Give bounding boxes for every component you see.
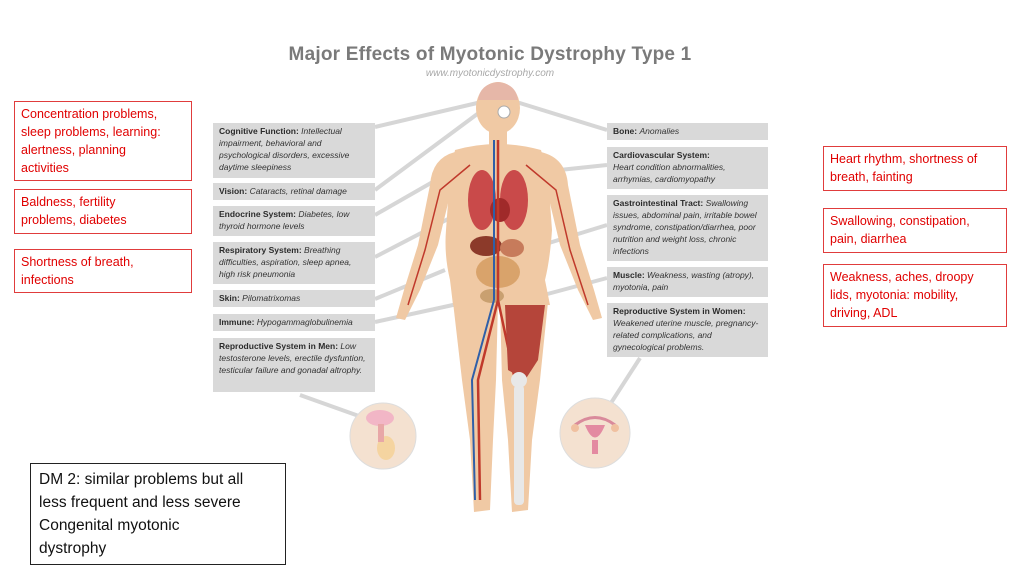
dm2-note-box: DM 2: similar problems but all less freq… (30, 463, 286, 565)
panel-text: Anomalies (639, 126, 680, 136)
panel-heading: Skin: (219, 293, 240, 303)
dm2-line: DM 2: similar problems but all (39, 471, 244, 488)
panel-text: Cataracts, retinal damage (249, 186, 347, 196)
note-line: Weakness, aches, droopy (830, 270, 974, 284)
dm2-line: Congenital myotonic (39, 517, 180, 534)
panel-reproductive-women: Reproductive System in Women: Weakened u… (607, 303, 768, 357)
panel-text: Hypogammaglobulinemia (256, 317, 353, 327)
note-baldness: Baldness, fertility problems, diabetes (14, 189, 192, 234)
panel-text: Low testosterone levels, erectile dysfun… (219, 341, 366, 375)
note-line: breath, fainting (830, 170, 913, 184)
panel-heading: Bone: (613, 126, 638, 136)
panel-heading: Cardiovascular System: (613, 150, 710, 160)
note-line: sleep problems, learning: (21, 125, 161, 139)
panel-text: Diabetes, low thyroid hormone levels (219, 209, 350, 231)
note-line: Heart rhythm, shortness of (830, 152, 978, 166)
panel-immune: Immune: Hypogammaglobulinemia (213, 314, 375, 331)
panel-muscle: Muscle: Weakness, wasting (atropy), myot… (607, 267, 768, 297)
panel-text: Breathing difficulties, aspiration, slee… (219, 245, 352, 279)
note-line: activities (21, 161, 69, 175)
note-shortness-of-breath: Shortness of breath, infections (14, 249, 192, 293)
panel-text: Swallowing issues, abdominal pain, irrit… (613, 198, 757, 256)
panel-gastrointestinal-tract: Gastrointestinal Tract: Swallowing issue… (607, 195, 768, 261)
panel-text: Intellectual impairment, behavioral and … (219, 126, 350, 172)
note-line: Concentration problems, (21, 107, 158, 121)
note-line: driving, ADL (830, 306, 898, 320)
panel-text: Heart condition abnormalities, arrhymias… (613, 162, 726, 184)
dm2-line: less frequent and less severe (39, 494, 241, 511)
note-line: infections (21, 273, 74, 287)
note-line: Swallowing, constipation, (830, 214, 970, 228)
panel-endocrine-system: Endocrine System: Diabetes, low thyroid … (213, 206, 375, 236)
note-heart-rhythm: Heart rhythm, shortness of breath, faint… (823, 146, 1007, 191)
panel-heading: Immune: (219, 317, 255, 327)
female-reproductive-icon (559, 397, 631, 469)
panel-vision: Vision: Cataracts, retinal damage (213, 183, 375, 200)
panel-text: Weakened uterine muscle, pregnancy-relat… (613, 318, 759, 352)
panel-respiratory-system: Respiratory System: Breathing difficulti… (213, 242, 375, 284)
panel-heading: Respiratory System: (219, 245, 302, 255)
dm2-line: dystrophy (39, 540, 107, 557)
note-line: Shortness of breath, (21, 255, 134, 269)
panel-heading: Reproductive System in Men: (219, 341, 339, 351)
panel-reproductive-men: Reproductive System in Men: Low testoste… (213, 338, 375, 392)
panel-heading: Gastrointestinal Tract: (613, 198, 704, 208)
panel-cognitive-function: Cognitive Function: Intellectual impairm… (213, 123, 375, 178)
note-line: Baldness, fertility (21, 195, 116, 209)
source-url: www.myotonicdystrophy.com (425, 68, 555, 79)
note-weakness: Weakness, aches, droopy lids, myotonia: … (823, 264, 1007, 327)
panel-skin: Skin: Pilomatrixomas (213, 290, 375, 307)
diagram-title: Major Effects of Myotonic Dystrophy Type… (288, 44, 692, 65)
note-concentration: Concentration problems, sleep problems, … (14, 101, 192, 181)
note-line: problems, diabetes (21, 213, 127, 227)
panel-heading: Muscle: (613, 270, 645, 280)
note-line: alertness, planning (21, 143, 126, 157)
panel-text: Pilomatrixomas (242, 293, 301, 303)
panel-bone: Bone: Anomalies (607, 123, 768, 140)
note-swallowing: Swallowing, constipation, pain, diarrhea (823, 208, 1007, 253)
panel-heading: Vision: (219, 186, 248, 196)
panel-heading: Cognitive Function: (219, 126, 299, 136)
male-reproductive-icon (349, 402, 417, 470)
note-line: lids, myotonia: mobility, (830, 288, 959, 302)
panel-heading: Endocrine System: (219, 209, 296, 219)
body-silhouette (396, 82, 602, 512)
panel-cardiovascular-system: Cardiovascular System: Heart condition a… (607, 147, 768, 189)
note-line: pain, diarrhea (830, 232, 907, 246)
panel-heading: Reproductive System in Women: (613, 306, 746, 316)
panel-text: Weakness, wasting (atropy), myotonia, pa… (613, 270, 755, 292)
